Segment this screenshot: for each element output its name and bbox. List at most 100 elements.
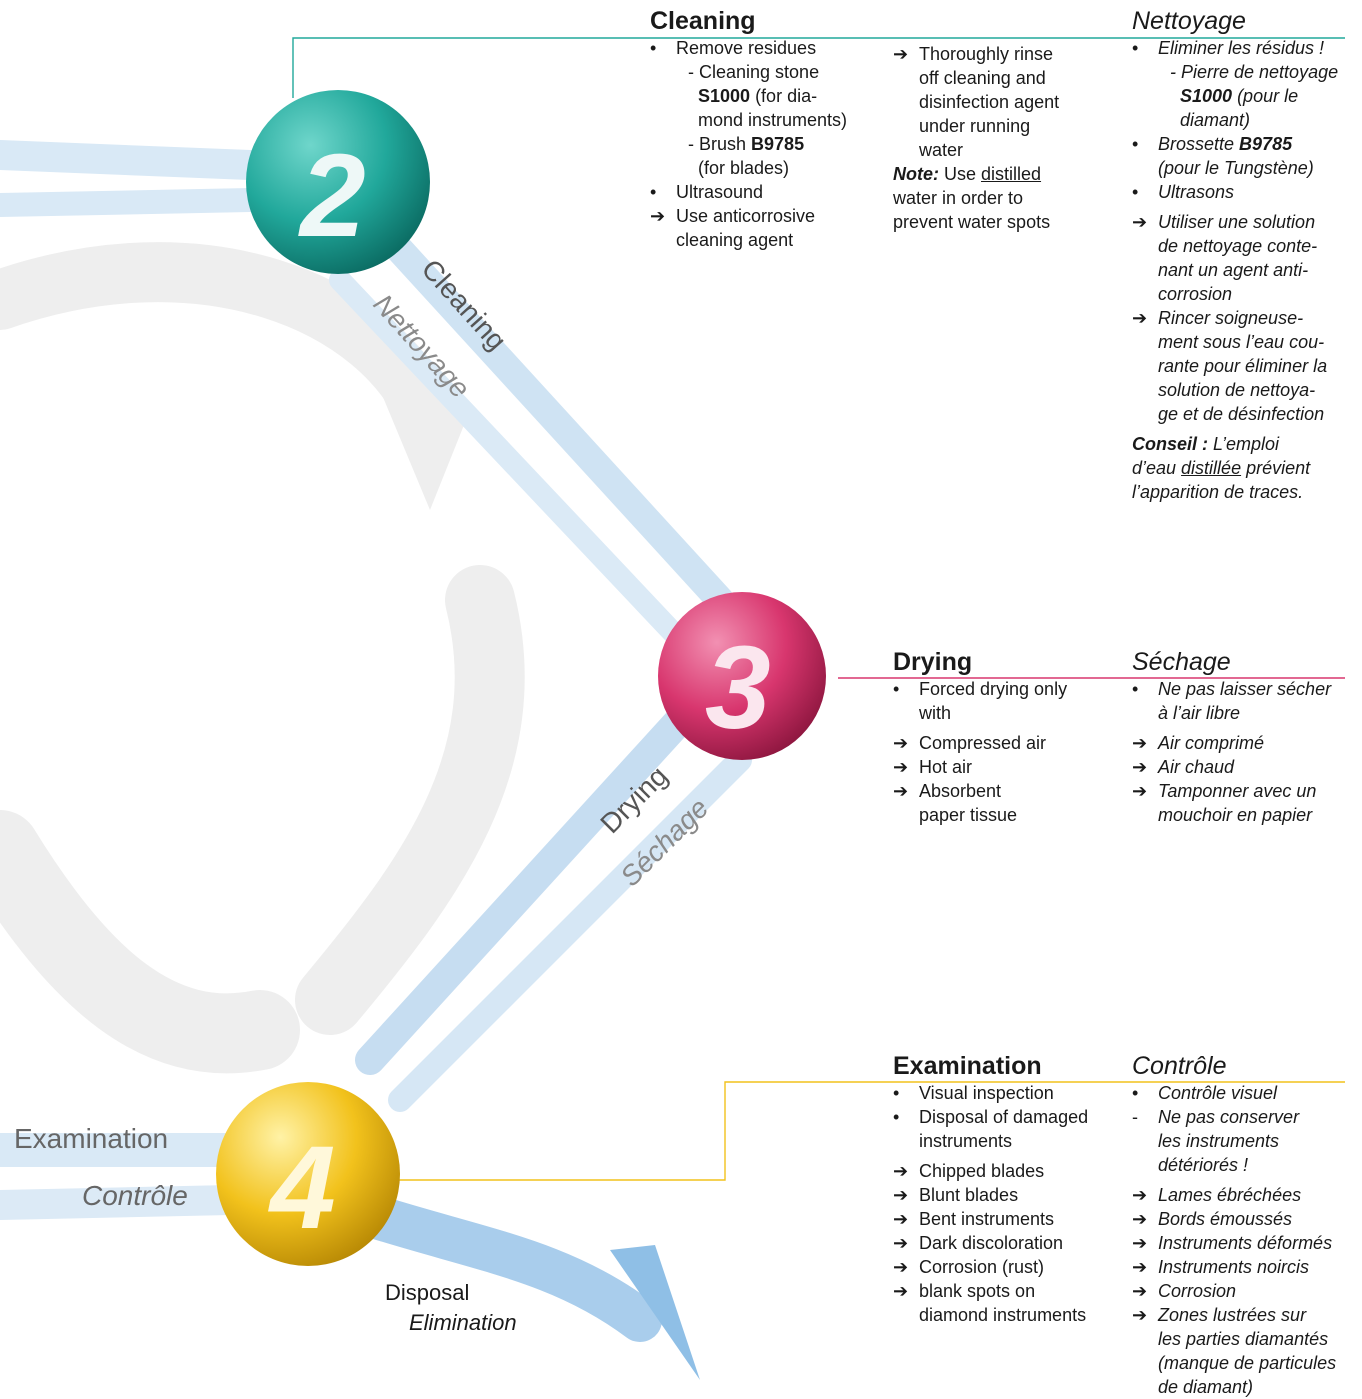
product-code: S1000 <box>1180 86 1233 106</box>
item-text: Utiliser une solution <box>1158 212 1316 232</box>
list-item: ➔Absorbent <box>893 779 1123 803</box>
list-item: ge et de désinfection <box>1132 402 1357 426</box>
sechage-heading: Séchage <box>1132 648 1231 676</box>
arrow-icon: ➔ <box>893 1233 909 1253</box>
arrow-icon: ➔ <box>893 1281 909 1301</box>
note-text: prevent water spots <box>893 212 1051 232</box>
product-code: B9785 <box>1239 134 1293 154</box>
note-text: L’emploi <box>1208 434 1280 454</box>
item-text: Zones lustrées sur <box>1158 1305 1307 1325</box>
cleaning-en-col1: Cleaning •Remove residues - Cleaning sto… <box>650 6 880 252</box>
item-text: ment sous l’eau cou- <box>1158 332 1325 352</box>
item-text: nant un agent anti- <box>1158 260 1309 280</box>
bullet-icon: • <box>650 182 657 202</box>
list-item: instruments <box>893 1129 1128 1153</box>
list-item: (for blades) <box>650 156 880 180</box>
item-text: à l’air libre <box>1158 703 1241 723</box>
path-bands <box>0 140 752 1342</box>
item-text: diamond instruments <box>919 1305 1087 1325</box>
item-text: (for dia- <box>750 86 818 106</box>
bullet-icon: • <box>1132 134 1139 154</box>
item-text: Air chaud <box>1158 757 1235 777</box>
item-text: Forced drying only <box>919 679 1068 699</box>
list-item: de diamant) <box>1132 1375 1360 1399</box>
item-text: les instruments <box>1158 1131 1280 1151</box>
arrow-icon: ➔ <box>893 1209 909 1229</box>
item-text: Blunt blades <box>919 1185 1019 1205</box>
item-text: disinfection agent <box>919 92 1060 112</box>
controle-heading: Contrôle <box>1132 1052 1227 1080</box>
list-item: S1000 (for dia- <box>650 84 880 108</box>
list-item: •Disposal of damaged <box>893 1105 1128 1129</box>
cleaning-note: Note: Use distilled <box>893 162 1093 186</box>
step-2-circle: 2 <box>246 90 430 274</box>
list-item: disinfection agent <box>893 90 1093 114</box>
arrow-icon: ➔ <box>1132 1233 1148 1253</box>
bullet-icon: • <box>650 38 657 58</box>
list-item: ➔Air comprimé <box>1132 731 1357 755</box>
item-text: Chipped blades <box>919 1161 1045 1181</box>
arrow-icon: ➔ <box>1132 308 1148 328</box>
item-text: Ne pas laisser sécher <box>1158 679 1332 699</box>
item-text: with <box>919 703 952 723</box>
drying-fr-col: Séchage •Ne pas laisser sécher à l’air l… <box>1132 647 1357 827</box>
path-label-examination: Examination <box>14 1123 169 1154</box>
list-item: -Ne pas conserver <box>1132 1105 1360 1129</box>
list-item: ➔Corrosion (rust) <box>893 1255 1128 1279</box>
list-item: S1000 (pour le <box>1132 84 1357 108</box>
list-item: ➔Air chaud <box>1132 755 1357 779</box>
list-item: ➔Bent instruments <box>893 1207 1128 1231</box>
cleaning-en-col2: ➔Thoroughly rinse off cleaning and disin… <box>893 42 1093 234</box>
item-text: instruments <box>919 1131 1013 1151</box>
item-text: corrosion <box>1158 284 1233 304</box>
disposal-arrow-head <box>610 1245 700 1380</box>
bullet-icon: • <box>893 679 900 699</box>
arrow-icon: ➔ <box>893 1257 909 1277</box>
list-item: mouchoir en papier <box>1132 803 1357 827</box>
list-item: mond instruments) <box>650 108 880 132</box>
item-text: Lames ébréchées <box>1158 1185 1302 1205</box>
list-item: solution de nettoya- <box>1132 378 1357 402</box>
list-item: paper tissue <box>893 803 1123 827</box>
note-text: distillée <box>1181 458 1242 478</box>
list-item: ➔Bords émoussés <box>1132 1207 1360 1231</box>
examination-heading: Examination <box>893 1052 1042 1080</box>
item-text: mouchoir en papier <box>1158 805 1313 825</box>
step-4-circle: 4 <box>216 1082 400 1266</box>
note-text: l’apparition de traces. <box>1132 482 1304 502</box>
item-text: Remove residues <box>676 38 817 58</box>
arrow-icon: ➔ <box>1132 1305 1148 1325</box>
item-text: (pour le <box>1232 86 1299 106</box>
item-text: Brossette <box>1158 134 1240 154</box>
item-text: Compressed air <box>919 733 1047 753</box>
item-text: Disposal of damaged <box>919 1107 1089 1127</box>
item-text: Tamponner avec un <box>1158 781 1317 801</box>
list-item: ➔Chipped blades <box>893 1159 1128 1183</box>
cleaning-heading: Cleaning <box>650 7 756 35</box>
disposal-label: Disposal Elimination <box>385 1278 517 1338</box>
list-item: - Pierre de nettoyage <box>1132 60 1357 84</box>
bullet-icon: • <box>1132 1083 1139 1103</box>
list-item: ➔Lames ébréchées <box>1132 1183 1360 1207</box>
arrow-icon: ➔ <box>893 757 909 777</box>
disposal-en: Disposal <box>385 1280 470 1305</box>
list-item: de nettoyage conte- <box>1132 234 1357 258</box>
list-item: • Forced drying only <box>893 677 1123 701</box>
dash-icon: - <box>1132 1107 1138 1127</box>
background-arrow-head <box>380 390 470 510</box>
list-item: ➔ Zones lustrées sur <box>1132 1303 1360 1327</box>
examination-en-col: Examination •Visual inspection •Disposal… <box>893 1051 1128 1327</box>
item-text: Eliminer les résidus ! <box>1158 38 1325 58</box>
list-item: •Ultrasons <box>1132 180 1357 204</box>
cleaning-fr-col: Nettoyage •Eliminer les résidus ! - Pier… <box>1132 6 1357 504</box>
arrow-icon: ➔ <box>893 1185 909 1205</box>
note-text: distilled <box>981 164 1042 184</box>
note-text: d’eau <box>1132 458 1182 478</box>
conseil-note-line: d’eau distillée prévient <box>1132 456 1357 480</box>
list-item: détériorés ! <box>1132 1153 1360 1177</box>
item-text: Instruments noircis <box>1158 1257 1310 1277</box>
examination-leader-line <box>398 1081 1345 1181</box>
item-text: Instruments déformés <box>1158 1233 1333 1253</box>
arrow-icon: ➔ <box>893 781 909 801</box>
list-item: •Ne pas laisser sécher <box>1132 677 1357 701</box>
